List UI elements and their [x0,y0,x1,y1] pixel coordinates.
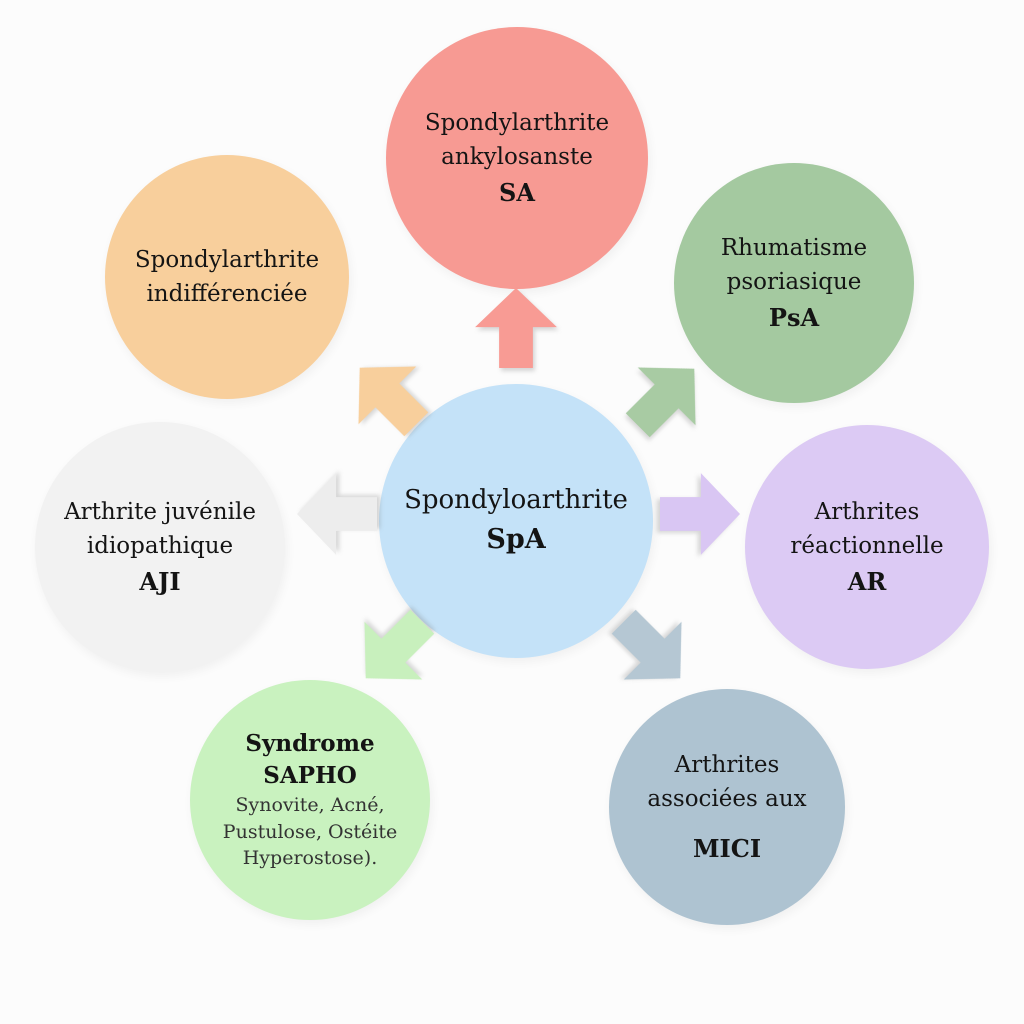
node-label-line: réactionnelle [790,533,944,559]
node-center-spondyloarthritis: Spondyloarthrite SpA [379,384,653,658]
node-label-line: ankylosanste [441,144,593,170]
node-label-line: indifférenciée [146,281,308,307]
node-psoriatic-rheumatism: Rhumatisme psoriasique PsA [674,163,914,403]
node-label-line: Arthrite juvénile [64,498,256,525]
node-label-line: Arthrites [674,751,780,778]
node-text: Spondylarthrite ankylosanste SA [386,106,648,211]
node-text: Syndrome SAPHO Synovite, Acné, Pustulose… [190,728,430,872]
node-undifferentiated-spondylarthritis: Spondylarthrite indifférenciée [105,155,349,399]
node-label-line: psoriasique [726,269,862,295]
node-label-line: Spondyloarthrite [404,485,628,516]
node-label-line: idiopathique [86,533,234,559]
node-ibd-arthritis: Arthrites associées aux MICI [609,689,845,925]
arrow-down-right-icon [611,609,682,680]
node-text: Arthrites réactionnelle AR [745,495,989,600]
node-juvenile-idiopathic-arthritis: Arthrite juvénile idiopathique AJI [35,422,285,672]
node-text: Rhumatisme psoriasique PsA [674,231,914,336]
node-text: Arthrite juvénile idiopathique AJI [35,495,285,600]
node-sub-line: Synovite, Acné, [235,794,385,817]
arrow-up-right-icon [625,367,696,438]
arrow-up-icon [475,288,557,368]
node-acronym: PsA [768,302,820,332]
arrow-right-icon [660,473,740,555]
node-label-line: Rhumatisme [720,234,868,261]
node-text: Arthrites associées aux MICI [609,748,845,867]
node-label-line: Spondylarthrite [134,246,320,273]
node-acronym: AR [847,566,887,596]
node-label-line: associées aux [647,786,807,812]
node-label-line: Spondylarthrite [424,109,610,136]
node-label-line: SAPHO [263,762,357,790]
node-acronym: AJI [139,566,181,596]
node-sub-line: Pustulose, Ostéite [222,820,398,843]
node-acronym: SA [499,177,535,207]
arrow-down-left-icon [364,609,435,680]
node-acronym: SpA [486,524,546,556]
node-reactive-arthritis: Arthrites réactionnelle AR [745,425,989,669]
node-sub-line: Hyperostose). [242,847,378,870]
node-label-line: Arthrites [814,498,920,525]
arrow-left-icon [297,473,377,555]
node-label-line: Syndrome [245,729,375,757]
node-text: Spondyloarthrite SpA [379,481,653,561]
node-acronym: MICI [692,833,762,863]
arrow-up-left-icon [358,366,429,437]
node-text: Spondylarthrite indifférenciée [105,243,349,312]
node-sapho-syndrome: Syndrome SAPHO Synovite, Acné, Pustulose… [190,680,430,920]
node-ankylosing-spondylitis: Spondylarthrite ankylosanste SA [386,27,648,289]
